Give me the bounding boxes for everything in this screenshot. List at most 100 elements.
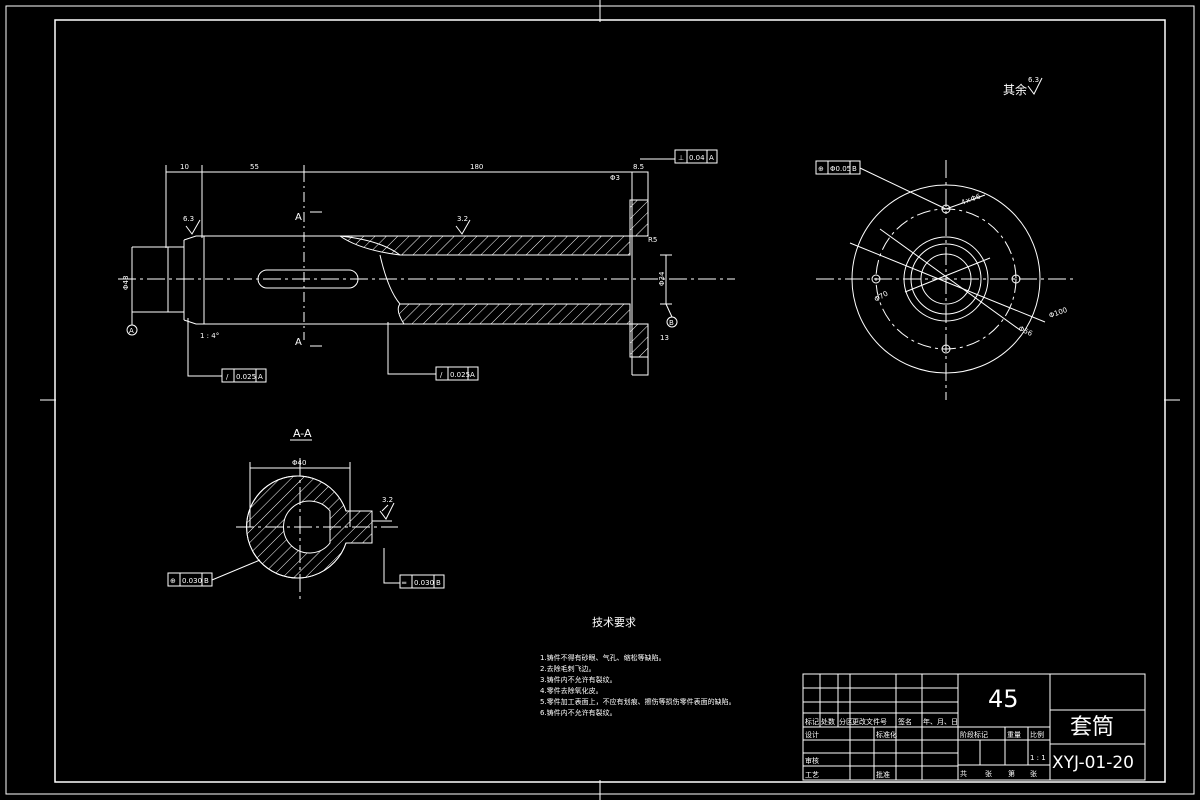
dim-d1: Φ70 <box>873 290 889 304</box>
bolt-hole-top <box>941 204 951 214</box>
tol-sym-section-value: 0.030 <box>414 579 434 587</box>
tol-runout1-frame: / 0.025 A <box>221 368 267 383</box>
tol-pos-flange-ref: B <box>852 165 857 173</box>
dim-leader-diag3 <box>904 257 991 293</box>
tol-pos-section-frame: ⊕ 0.030 B <box>167 572 213 587</box>
dim-holes: 4×Φ6 <box>960 192 982 207</box>
bolt-hole-left <box>871 274 881 284</box>
dim-leader-diag2 <box>879 228 1021 331</box>
tol-runout1-ref: A <box>258 373 263 381</box>
tol-perp-ref: A <box>709 154 714 162</box>
datum-b-letter: B <box>669 319 674 327</box>
surface-roughness-note: 其余 6.3 <box>1003 76 1043 97</box>
dim-left-diameter: Φ48 <box>122 276 130 290</box>
drawing-number: XYJ-01-20 <box>1052 753 1134 773</box>
rough-left-value: 6.3 <box>183 215 194 223</box>
tol-runout2-ref: A <box>470 371 475 379</box>
tol-pos-flange-symbol: ⊕ <box>818 165 824 173</box>
tol-pos-section-ref: B <box>204 577 209 585</box>
tol-runout2-symbol: / <box>440 371 443 379</box>
section-title: A-A <box>293 427 312 440</box>
left-neck <box>167 240 185 320</box>
rev-h-1: 标记 <box>805 717 819 726</box>
dim-d3: Φ100 <box>1048 306 1068 320</box>
drawing-frame <box>5 0 1195 800</box>
roughness-value: 6.3 <box>1028 76 1039 84</box>
sheet-3: 第 <box>1008 769 1015 778</box>
body-outline-top <box>183 171 649 241</box>
material-label: 45 <box>988 685 1019 713</box>
leader-runout2 <box>387 322 436 375</box>
keyway-rough-value: 3.2 <box>382 496 393 504</box>
design-label: 设计 <box>805 730 819 739</box>
tech-item-2: 2.去除毛刺飞边。 <box>540 664 596 673</box>
hub-inner-circle <box>910 243 982 315</box>
standard-label: 标准化 <box>876 730 897 739</box>
bolt-hole-right <box>1011 274 1021 284</box>
hub-circle <box>903 236 989 322</box>
tol-sym-section-frame: ═ 0.030 B <box>399 574 445 589</box>
stage-h-2: 重量 <box>1007 731 1021 739</box>
scale-value: 1 : 1 <box>1030 754 1046 762</box>
leader-pos-section <box>211 559 261 581</box>
keyway-slot <box>257 269 359 289</box>
section-arrows <box>310 211 322 347</box>
tol-pos-flange-value: Φ0.05 <box>830 165 851 173</box>
tech-title: 技术要求 <box>592 616 636 629</box>
main-view <box>118 158 735 377</box>
datum-a-letter: A <box>129 327 134 335</box>
sheet-2: 张 <box>985 769 992 778</box>
dim-top-mid: 55 <box>250 163 259 171</box>
flange-outer-circle <box>851 184 1041 374</box>
flange-end-view <box>816 160 1075 400</box>
dim-chamfer: Φ3 <box>610 174 620 182</box>
rev-h-6: 年、月、日 <box>923 717 958 726</box>
hatch-flange-upper <box>629 199 649 237</box>
tol-perp-symbol: ⊥ <box>678 154 684 162</box>
main-view-labels: 10 55 180 8.5 Φ48 Φ34 1 : 4° R5 Φ3 13 3.… <box>122 163 674 348</box>
title-block <box>802 673 1146 781</box>
hatch-lower <box>397 303 631 325</box>
technical-requirements: 技术要求 1.铸件不得有砂眼、气孔、缩松等缺陷。 2.去除毛刺飞边。 3.铸件内… <box>540 616 736 717</box>
bore-transition <box>339 235 401 305</box>
tol-sym-section-symbol: ═ <box>401 579 407 587</box>
section-labels: Φ40 3.2 <box>292 459 393 504</box>
dim-flange-width: 8.5 <box>633 163 644 171</box>
dim-leader-diag1 <box>849 242 1046 323</box>
section-leaders <box>372 504 400 584</box>
tol-perp-frame: ⊥ 0.04 A <box>674 149 718 164</box>
sheet-1: 共 <box>960 769 967 778</box>
section-width-label: Φ40 <box>292 459 306 467</box>
tech-item-6: 6.铸件内不允许有裂纹。 <box>540 708 617 717</box>
section-view: A-A <box>211 427 400 602</box>
review-label: 审核 <box>805 756 819 765</box>
tol-runout2-value: 0.025 <box>450 371 470 379</box>
tol-sym-section-ref: B <box>436 579 441 587</box>
tol-pos-flange-frame: ⊕ Φ0.05 B <box>815 160 861 175</box>
hatch-flange-lower <box>629 323 649 358</box>
bore-circle <box>920 253 972 305</box>
tol-perp-value: 0.04 <box>689 154 705 162</box>
dim-top-left: 10 <box>180 163 189 171</box>
stage-h-3: 比例 <box>1030 730 1044 739</box>
body-outline-bottom <box>183 319 649 376</box>
rough-left-icon <box>185 219 201 235</box>
rev-h-3: 分区 <box>839 717 853 726</box>
rev-h-5: 签名 <box>898 717 912 726</box>
tol-pos-section-symbol: ⊕ <box>170 577 176 585</box>
dim-d2: Φ56 <box>1017 325 1034 339</box>
leader-pos-flange <box>859 167 947 210</box>
rev-h-4: 更改文件号 <box>852 717 887 726</box>
approve-label: 批准 <box>876 770 890 779</box>
leader-runout1 <box>187 318 222 377</box>
sheet-4: 张 <box>1030 769 1037 778</box>
tech-item-1: 1.铸件不得有砂眼、气孔、缩松等缺陷。 <box>540 653 666 662</box>
section-marker-top: A <box>295 212 302 223</box>
rough-bore-value: 3.2 <box>457 215 468 223</box>
leader-holes <box>945 194 986 210</box>
dim-taper: 1 : 4° <box>200 332 219 340</box>
tol-runout2-frame: / 0.025 A <box>435 366 479 381</box>
roughness-symbol-icon <box>1027 77 1043 95</box>
rough-bore-icon <box>455 219 471 235</box>
